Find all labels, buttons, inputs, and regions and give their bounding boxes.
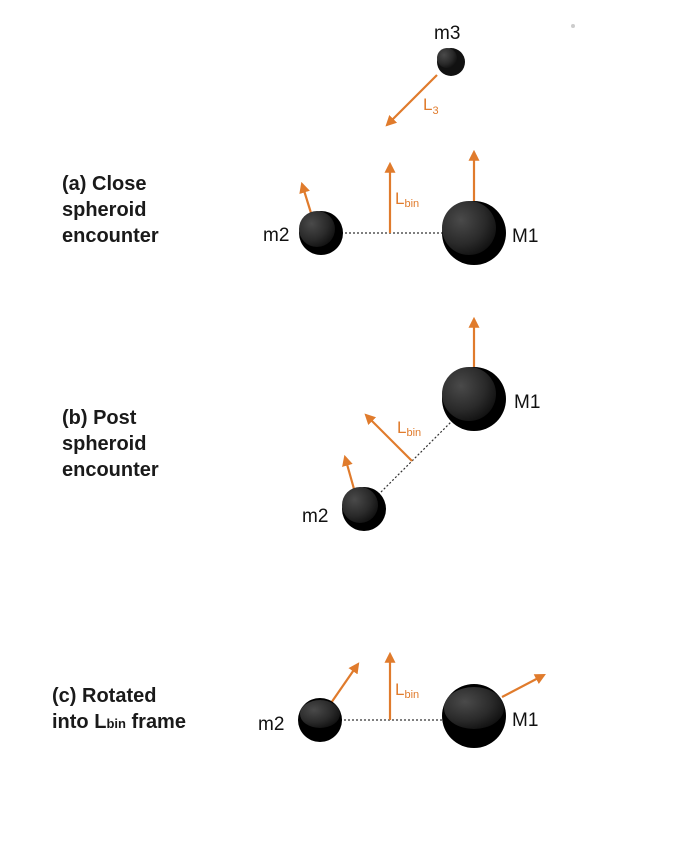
panel-b-line-3: encounter [62, 459, 159, 481]
body-M1-b [442, 367, 506, 431]
label-Lbin-c: Lbin [395, 680, 419, 701]
label-L3: L3 [423, 95, 439, 117]
label-m2-c: m2 [258, 714, 284, 735]
panel-a-line-1: (a) Close [62, 173, 147, 195]
spin-m2-a [299, 181, 313, 214]
panel-c-line-2-sub: bin [106, 716, 126, 731]
body-M1-a [442, 201, 506, 265]
panel-c-line-2-post: frame [125, 711, 186, 733]
panel-c-line-2-pre: into L [52, 711, 107, 733]
panel-c-line-1: (c) Rotated [52, 685, 157, 707]
panel-c-label: (c) Rotated into Lbin frame [52, 683, 186, 737]
spin-m2-c [330, 662, 360, 704]
body-m2-a [299, 211, 343, 255]
stray-dot [571, 24, 575, 28]
label-m3: m3 [434, 23, 460, 44]
label-m2-b: m2 [302, 506, 328, 527]
vector-L3 [385, 74, 438, 127]
panel-a-line-3: encounter [62, 225, 159, 247]
label-Lbin-a: Lbin [395, 189, 419, 210]
body-m3 [437, 48, 465, 76]
label-m2-a: m2 [263, 225, 289, 246]
panel-a-line-2: spheroid [62, 199, 147, 221]
panel-b-label: (b) Post spheroid encounter [62, 405, 159, 483]
body-m2-c [298, 698, 342, 742]
panel-c-line-2: into Lbin frame [52, 709, 186, 737]
spin-M1-c [501, 673, 546, 698]
body-M1-c [442, 684, 506, 748]
label-L3-main: L [423, 95, 432, 114]
label-M1-a: M1 [512, 226, 538, 247]
label-M1-c: M1 [512, 710, 538, 731]
panel-a-label: (a) Close spheroid encounter [62, 171, 159, 249]
label-Lbin-b: Lbin [397, 418, 421, 439]
panel-b-line-2: spheroid [62, 433, 147, 455]
label-M1-b: M1 [514, 392, 540, 413]
vector-Lbin-b [364, 413, 413, 462]
body-m2-b [342, 487, 386, 531]
spin-m2-b [342, 454, 356, 490]
label-L3-sub: 3 [432, 105, 438, 117]
panel-b-line-1: (b) Post [62, 407, 137, 429]
